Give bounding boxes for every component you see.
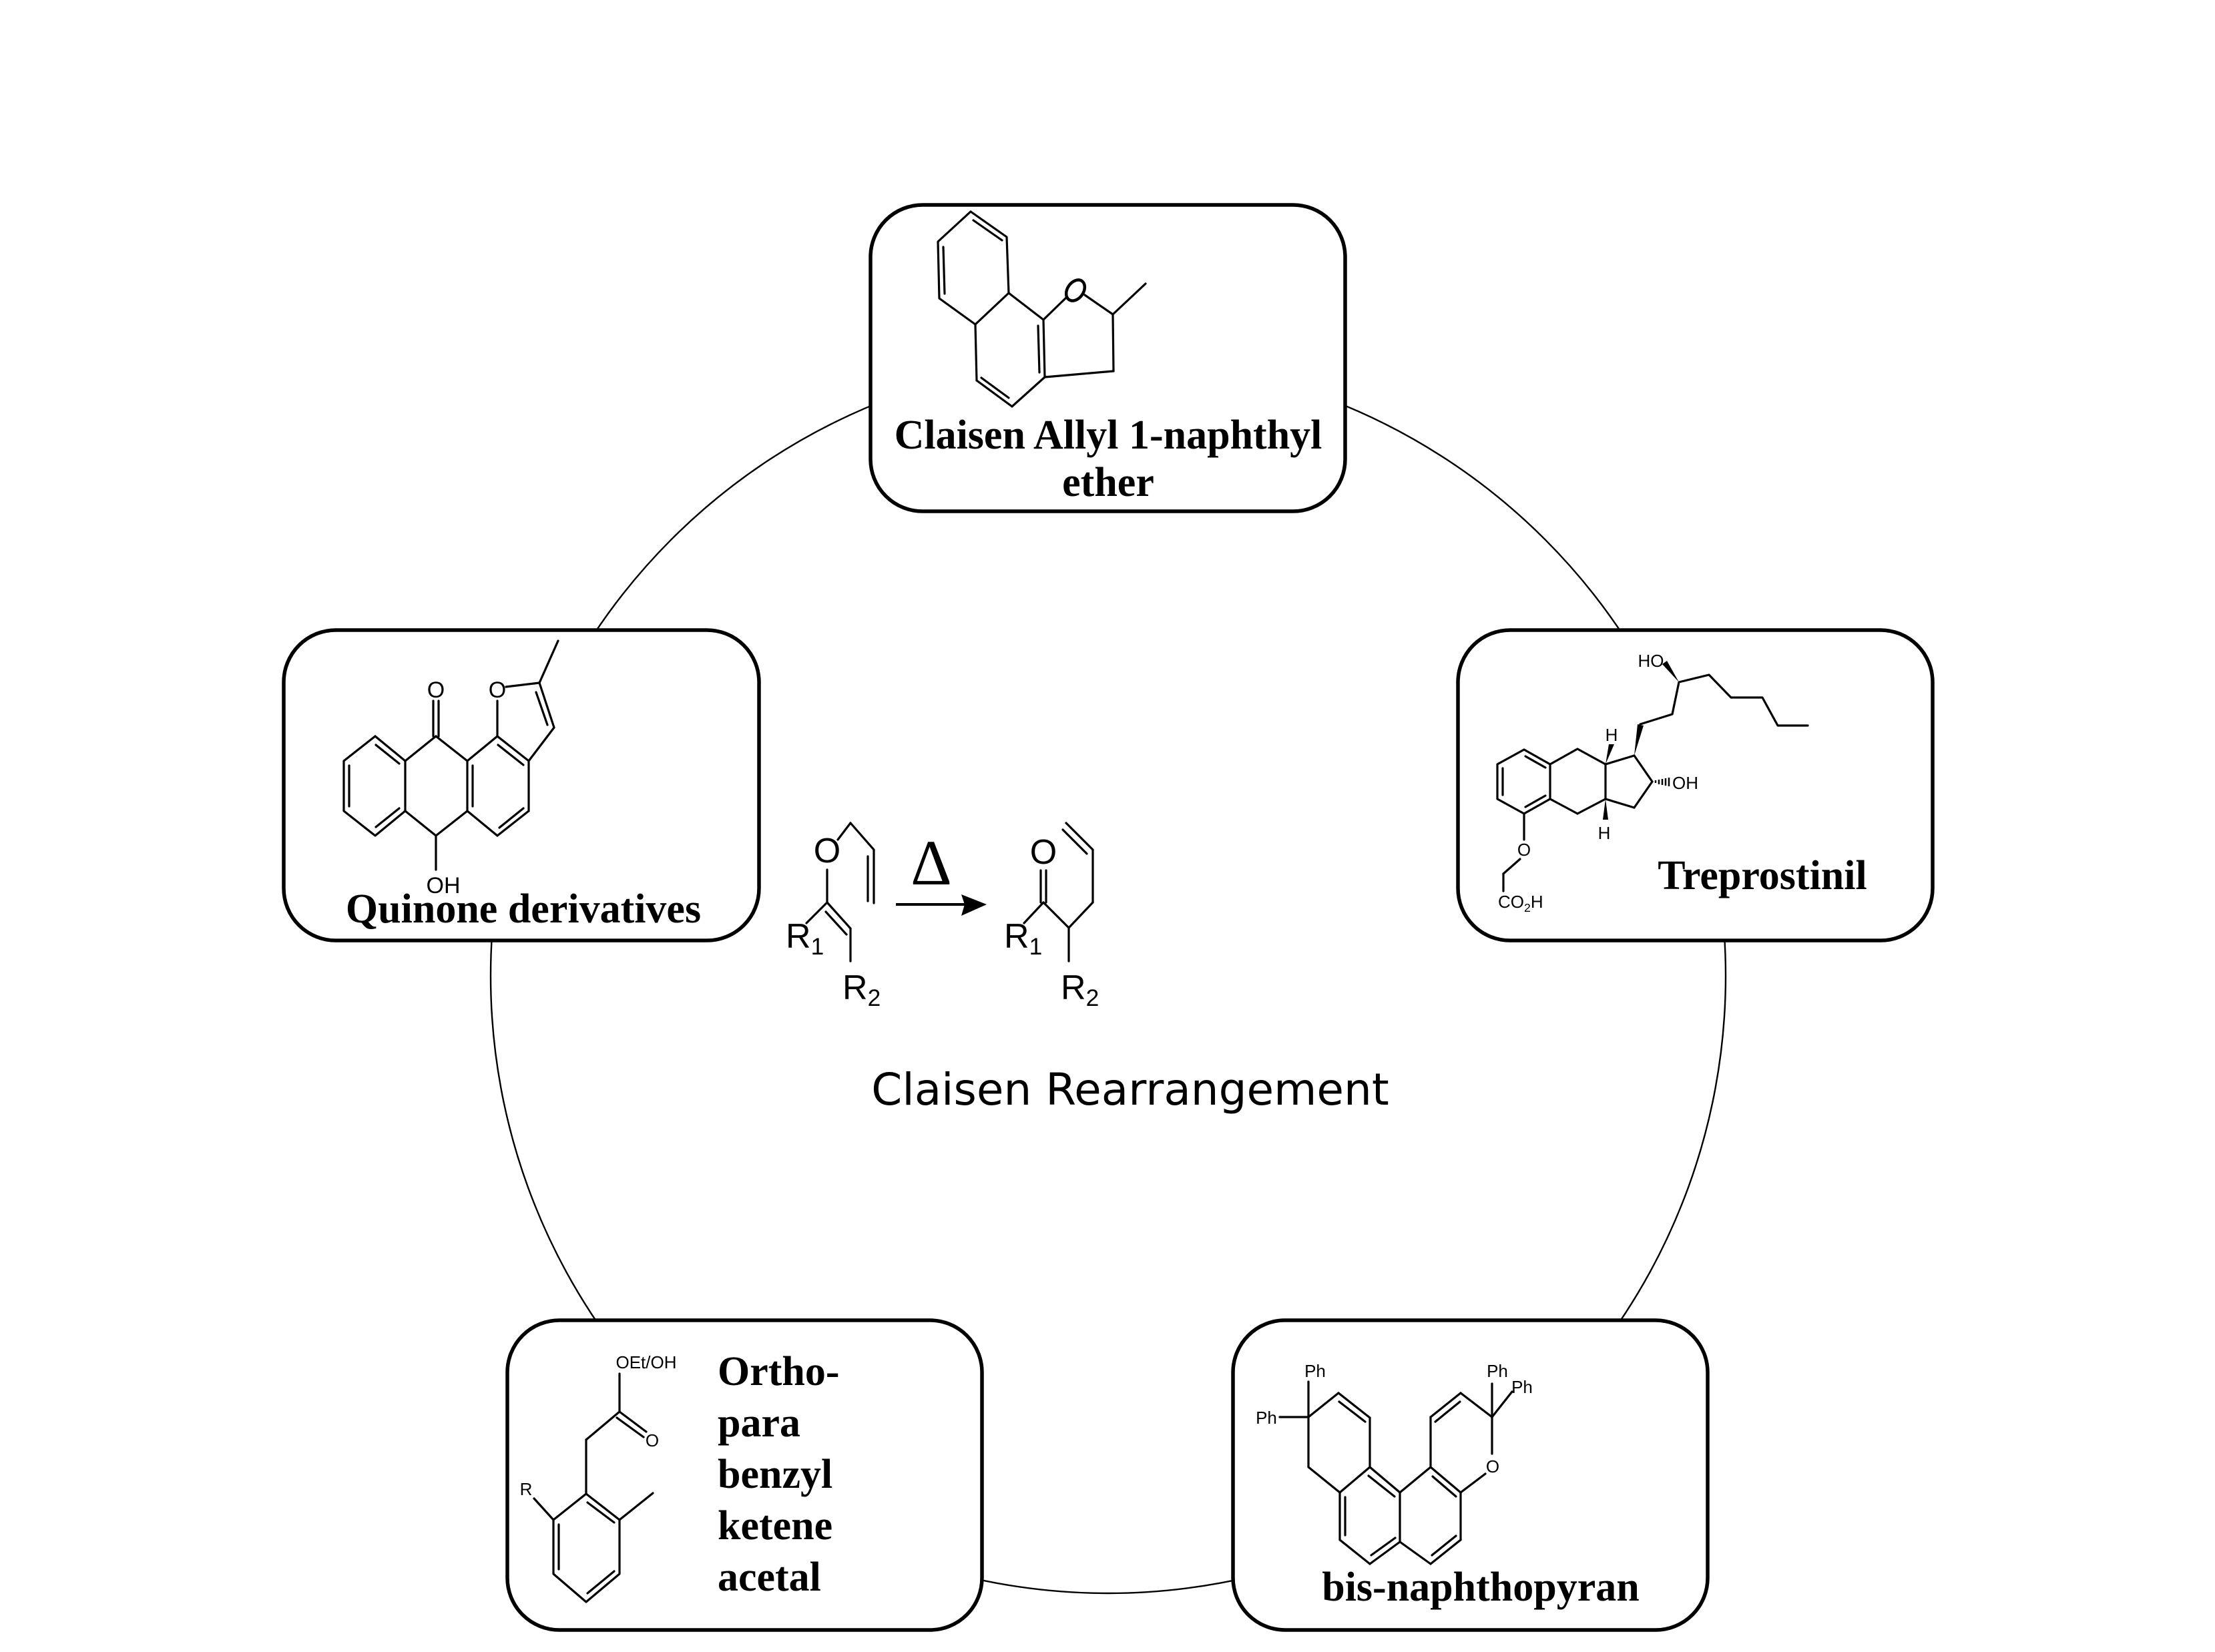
furan-oxygen-label: O: [489, 677, 506, 703]
node-label: Claisen Allyl 1-naphthyl: [895, 412, 1322, 458]
hydroxyl-label: OH: [1672, 773, 1698, 793]
phenyl-label: Ph: [1487, 1361, 1508, 1381]
carboxylic-acid-label: CO2H: [1498, 892, 1543, 914]
stereo-wedge: [1634, 724, 1644, 756]
r2-label: R2: [842, 969, 881, 1011]
stereo-wedge: [1662, 661, 1679, 682]
carbonyl-oxygen-label: O: [646, 1430, 659, 1450]
r2-label: R2: [1061, 969, 1099, 1011]
reaction-arrow: [896, 894, 987, 916]
svg-text:para: para: [718, 1400, 800, 1446]
node-box: [282, 628, 761, 942]
molecule-treprostinil: OH H H HO O CO2H: [1496, 651, 1809, 914]
node-treprostinil[interactable]: OH H H HO O CO2H Treprostinil: [1456, 628, 1935, 942]
ether-oxygen-label: O: [814, 832, 840, 870]
node-label: Quinone derivatives: [346, 886, 701, 932]
svg-text:Ortho-: Ortho-: [718, 1349, 840, 1394]
ester-group-label: OEt/OH: [616, 1352, 676, 1372]
node-bis-naphthopyran[interactable]: O Ph Ph Ph Ph bis-naphthopyran: [1231, 1318, 1710, 1632]
molecule-bis-naphthopyran: O Ph Ph Ph Ph: [1256, 1361, 1533, 1565]
carbonyl-oxygen-label: O: [1030, 833, 1057, 872]
reactant-allyl-vinyl-ether: O R1 R2: [786, 822, 881, 1011]
diagram-title: Claisen Rearrangement: [871, 1064, 1389, 1115]
ether-oxygen-label: O: [1517, 840, 1531, 860]
hydrogen-label: H: [1606, 725, 1618, 745]
oxygen-atom: [1064, 278, 1087, 302]
phenyl-label: Ph: [1511, 1377, 1533, 1397]
node-label: Treprostinil: [1658, 853, 1867, 898]
node-quinone-derivatives[interactable]: O OH O Quinone derivatives: [282, 628, 761, 942]
hydroxyl-label: OH: [427, 873, 461, 898]
node-benzyl-ketene-acetal[interactable]: R O OEt/OH Ortho- para benzyl ketene ace…: [505, 1318, 984, 1632]
stereo-wedge: [1603, 799, 1608, 820]
molecule-quinone: O OH O: [342, 639, 559, 898]
node-box: [1456, 628, 1935, 942]
carbonyl-oxygen-label: O: [427, 677, 445, 703]
node-allyl-naphthyl-ether[interactable]: Claisen Allyl 1-naphthyl ether: [869, 203, 1347, 513]
svg-text:ketene: ketene: [718, 1503, 832, 1549]
product-gamma-delta-unsaturated-carbonyl: O R1 R2: [1004, 822, 1099, 1011]
node-box: [869, 203, 1347, 513]
pyran-oxygen-label: O: [1486, 1456, 1499, 1476]
molecule-benzyl-ketene-acetal: R O OEt/OH: [520, 1352, 677, 1603]
r1-label: R1: [1004, 917, 1042, 960]
r1-label: R1: [786, 917, 824, 960]
node-box: [505, 1318, 984, 1632]
svg-text:benzyl: benzyl: [718, 1452, 832, 1497]
heat-delta-symbol: Δ: [911, 827, 952, 898]
phenyl-label: Ph: [1304, 1361, 1326, 1381]
node-label: Ortho- para benzyl ketene acetal: [718, 1349, 840, 1600]
node-label: bis-naphthopyran: [1322, 1565, 1640, 1610]
r-group-label: R: [520, 1479, 533, 1499]
hydroxyl-label: HO: [1638, 651, 1664, 671]
phenyl-label: Ph: [1256, 1408, 1277, 1428]
node-box: [1231, 1318, 1710, 1632]
hydrogen-label: H: [1598, 823, 1611, 843]
center-reaction: O R1 R2 Δ O: [786, 822, 1389, 1115]
hashed-bond: [1654, 778, 1670, 786]
svg-text:acetal: acetal: [718, 1555, 821, 1600]
stereo-wedge: [1606, 744, 1614, 764]
molecule-allyl-naphthyl-ether: [937, 210, 1147, 408]
node-label: ether: [1062, 460, 1154, 505]
